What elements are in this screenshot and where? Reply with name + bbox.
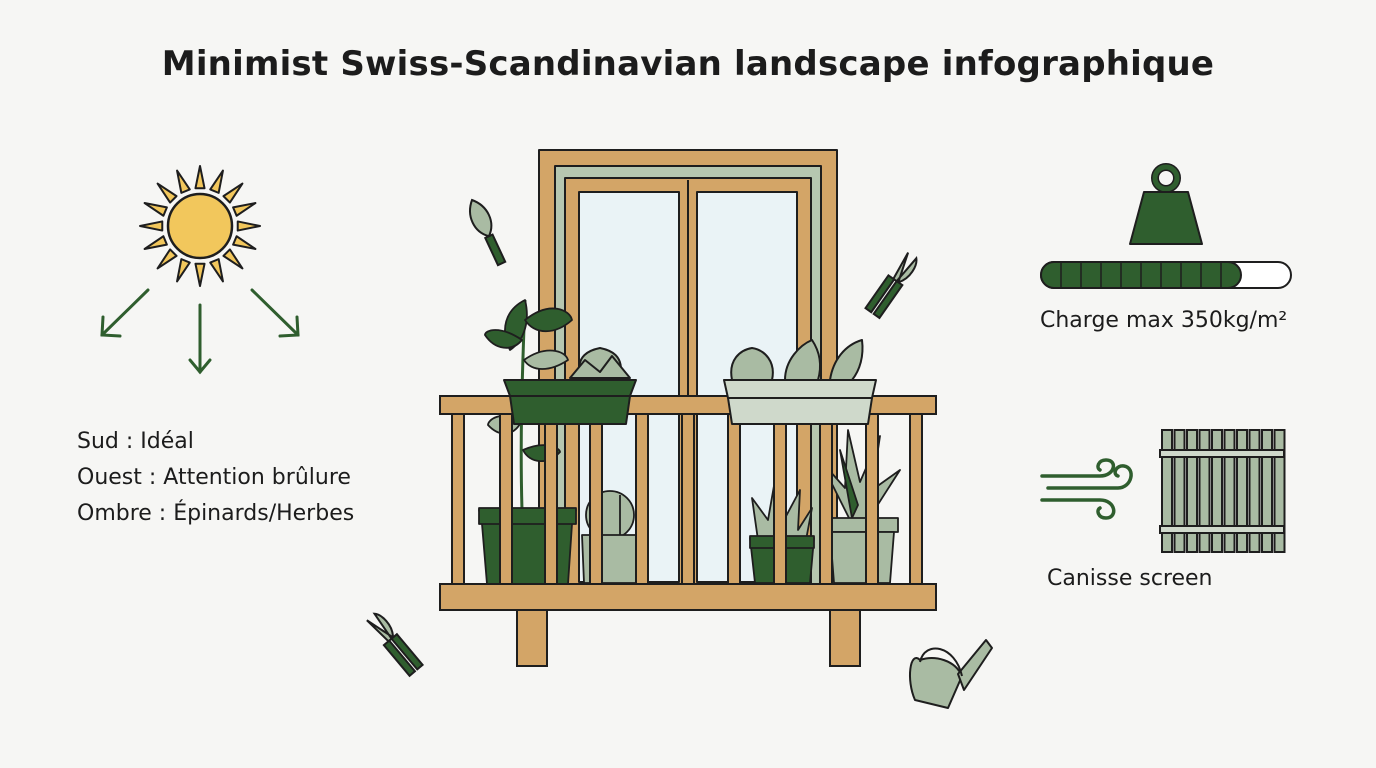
baluster <box>773 413 787 585</box>
sun-ray <box>139 220 164 232</box>
sun-ray <box>176 169 191 194</box>
baluster <box>727 413 741 585</box>
sun-ray <box>176 258 191 283</box>
baluster <box>819 413 833 585</box>
screen-rail <box>1159 449 1285 458</box>
pruner-icon <box>864 252 918 320</box>
screen-rail <box>1159 525 1285 534</box>
railing-planters <box>503 339 877 425</box>
wind-screen-label: Canisse screen <box>1047 566 1213 591</box>
load-capacity-bar <box>1040 261 1292 289</box>
sun-ray <box>236 220 261 232</box>
wind-icon <box>1040 458 1133 520</box>
baluster <box>865 413 879 585</box>
sun-ray <box>194 165 206 190</box>
sun-ray <box>209 258 224 283</box>
weight-icon <box>1129 163 1203 245</box>
screen-slat <box>1161 429 1173 553</box>
screen-slat <box>1186 429 1198 553</box>
sun-exposure-notes: Sud : Idéal Ouest : Attention brûlure Om… <box>77 424 354 532</box>
sun-ray <box>156 182 178 204</box>
sun-icon <box>100 165 300 375</box>
watering-can-icon <box>909 639 993 709</box>
note-shade: Ombre : Épinards/Herbes <box>77 501 355 526</box>
note-west: Ouest : Attention brûlure <box>77 465 351 490</box>
sun-ray <box>232 202 257 217</box>
pruner-icon-2 <box>366 612 425 678</box>
sun-ray <box>209 169 224 194</box>
sun-ray <box>143 235 168 250</box>
screen-slat <box>1236 429 1248 553</box>
sun-ray <box>143 202 168 217</box>
baluster <box>635 413 649 585</box>
sun-ray <box>194 262 206 287</box>
canisse-screen-icon <box>1159 429 1286 553</box>
sun-ray <box>232 235 257 250</box>
baluster <box>544 413 558 585</box>
trowel-icon <box>469 198 507 267</box>
screen-slat <box>1273 429 1286 553</box>
baluster <box>451 413 465 585</box>
screen-slat <box>1248 429 1261 553</box>
sun-ray <box>222 182 244 204</box>
sun-ray <box>156 248 178 270</box>
note-south: Sud : Idéal <box>77 429 194 454</box>
screen-slat <box>1211 429 1223 553</box>
baluster <box>499 413 513 585</box>
screen-slat <box>1173 429 1186 553</box>
screen-slat <box>1261 429 1273 553</box>
load-capacity-label: Charge max 350kg/m² <box>1040 308 1288 333</box>
sun-ray <box>222 248 244 270</box>
baluster <box>681 413 695 585</box>
screen-slat <box>1223 429 1236 553</box>
page-title: Minimist Swiss-Scandinavian landscape in… <box>161 44 1215 84</box>
screen-slat <box>1198 429 1211 553</box>
baluster <box>589 413 603 585</box>
baluster <box>909 413 923 585</box>
